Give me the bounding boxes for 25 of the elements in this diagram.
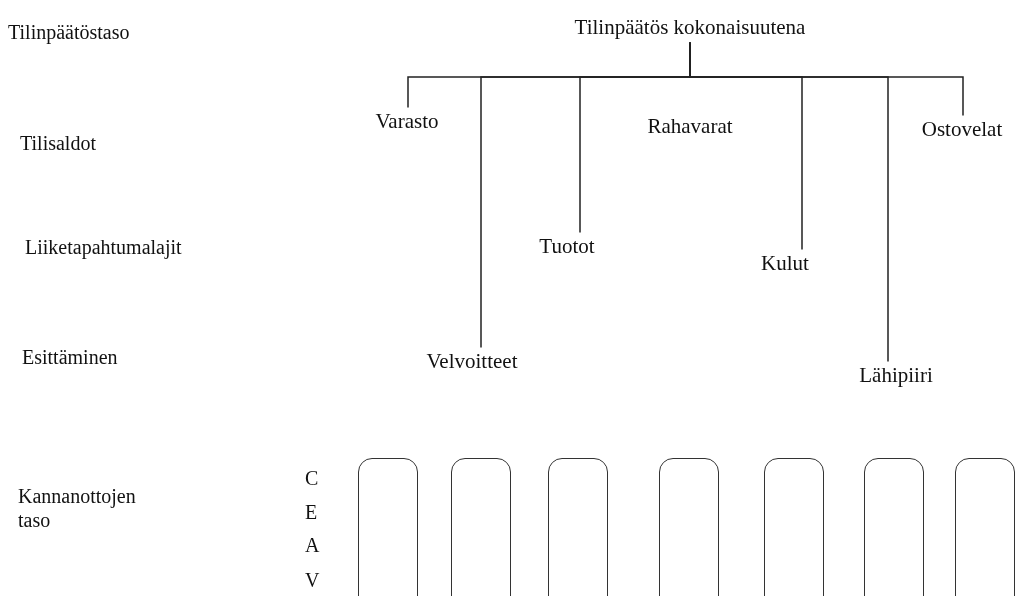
node-label: Rahavarat xyxy=(647,114,733,140)
level-label: Kannanottojen taso xyxy=(18,484,137,532)
rounded-box xyxy=(548,458,608,596)
rounded-box xyxy=(451,458,511,596)
connector-line xyxy=(689,41,964,117)
level-label: E xyxy=(305,500,318,524)
rounded-box xyxy=(864,458,924,596)
rounded-box xyxy=(358,458,418,596)
node-label: Tilinpäätös kokonaisuutena xyxy=(574,15,806,41)
node-label: Tuotot xyxy=(539,234,595,260)
node-label: Ostovelat xyxy=(921,117,1003,143)
rounded-box xyxy=(764,458,824,596)
node-label: Lähipiiri xyxy=(859,363,933,389)
level-label: A xyxy=(305,533,320,557)
node-label: Varasto xyxy=(375,109,439,135)
level-label: C xyxy=(305,466,319,490)
rounded-box xyxy=(659,458,719,596)
node-label: Kulut xyxy=(761,251,809,277)
rounded-box xyxy=(955,458,1015,596)
level-label: Tilisaldot xyxy=(20,131,96,155)
level-label: Esittäminen xyxy=(22,345,118,369)
level-label: V xyxy=(305,568,320,592)
node-label: Velvoitteet xyxy=(426,349,518,375)
level-label: Liiketapahtumalajit xyxy=(25,235,182,259)
level-label: Tilinpäätöstaso xyxy=(8,20,130,44)
